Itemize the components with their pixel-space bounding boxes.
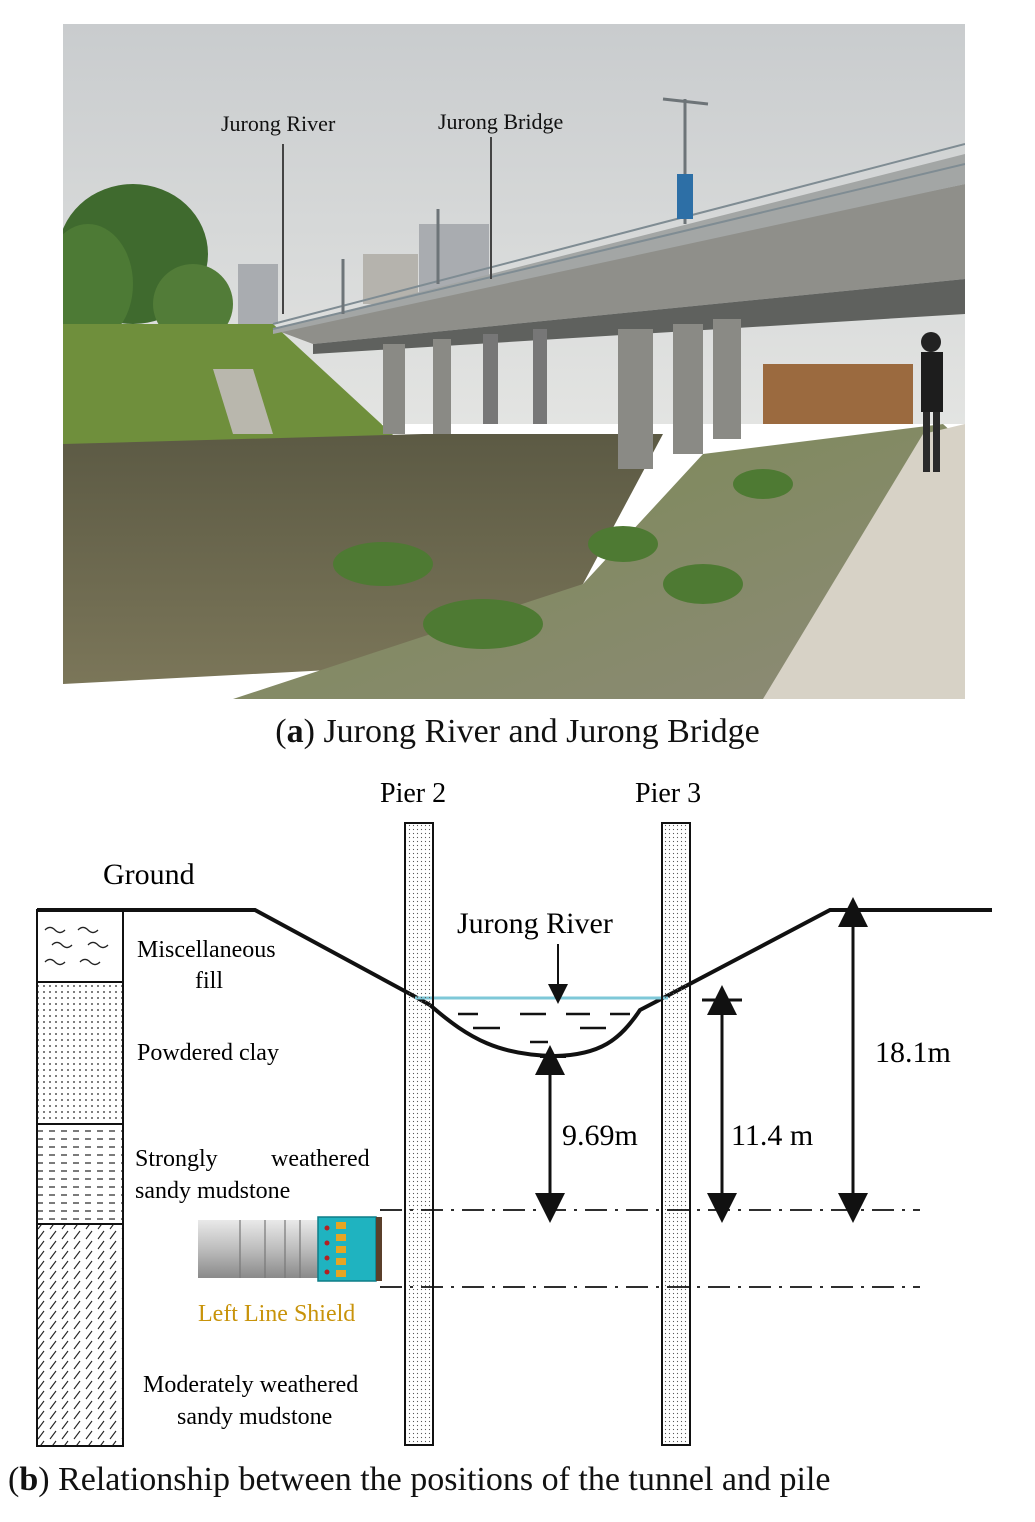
river-label: Jurong River [457, 907, 613, 940]
caption-b: (b) Relationship between the positions o… [8, 1460, 1035, 1500]
layer-3-line1a: Strongly [135, 1146, 218, 1172]
photo-jurong-river-bridge: Jurong River Jurong Bridge [63, 24, 965, 699]
caption-b-letter: b [19, 1461, 39, 1498]
bridge-railing [272, 143, 965, 330]
layer-4-line2: sandy mudstone [177, 1404, 332, 1430]
caption-a-text: Jurong River and Jurong Bridge [314, 713, 760, 750]
riverbed [428, 995, 666, 1059]
wooden-fence [763, 364, 913, 424]
layer-1-line2: fill [195, 968, 223, 994]
shield-label: Left Line Shield [198, 1301, 355, 1327]
pier-3 [661, 822, 691, 1446]
ground-label: Ground [103, 858, 195, 891]
caption-a-close-paren: ) [303, 713, 315, 750]
bridge-piers [383, 319, 741, 469]
pier-2 [404, 822, 434, 1446]
ground-profile-right [664, 908, 992, 999]
layer-4-line1: Moderately weathered [143, 1372, 358, 1398]
stratigraphic-column [36, 909, 124, 1447]
water-ripples [458, 1012, 630, 1044]
photo-river-label: Jurong River [221, 111, 336, 136]
dim-9-69-label: 9.69m [562, 1119, 638, 1152]
caption-b-open-paren: ( [8, 1461, 20, 1498]
layer-1-line1: Miscellaneous [137, 937, 276, 963]
caption-a-open-paren: ( [275, 713, 287, 750]
caption-a: (a) Jurong River and Jurong Bridge [0, 712, 1035, 752]
caption-a-letter: a [286, 713, 304, 750]
bridge-deck [273, 184, 965, 344]
photo-bridge-label: Jurong Bridge [438, 109, 563, 134]
dim-18-1-label: 18.1m [875, 1036, 951, 1069]
shield-machine [198, 1216, 382, 1282]
dim-11-4-label: 11.4 m [731, 1119, 813, 1152]
pier-3-label: Pier 3 [635, 778, 701, 809]
layer-3-line1b: weathered [271, 1146, 370, 1172]
caption-b-text: Relationship between the positions of th… [49, 1461, 831, 1498]
pier-2-label: Pier 2 [380, 778, 446, 809]
layer-3-line2: sandy mudstone [135, 1178, 290, 1204]
caption-b-close-paren: ) [38, 1461, 50, 1498]
fill-pattern-waves [44, 926, 109, 966]
walkway [763, 424, 965, 699]
person [921, 332, 943, 472]
shrubs [333, 469, 793, 649]
layer-2-label: Powdered clay [137, 1040, 279, 1066]
tunnel-pile-diagram: Left Line Shield Pier 2 Pier 3 Ground Ju… [36, 778, 992, 1447]
